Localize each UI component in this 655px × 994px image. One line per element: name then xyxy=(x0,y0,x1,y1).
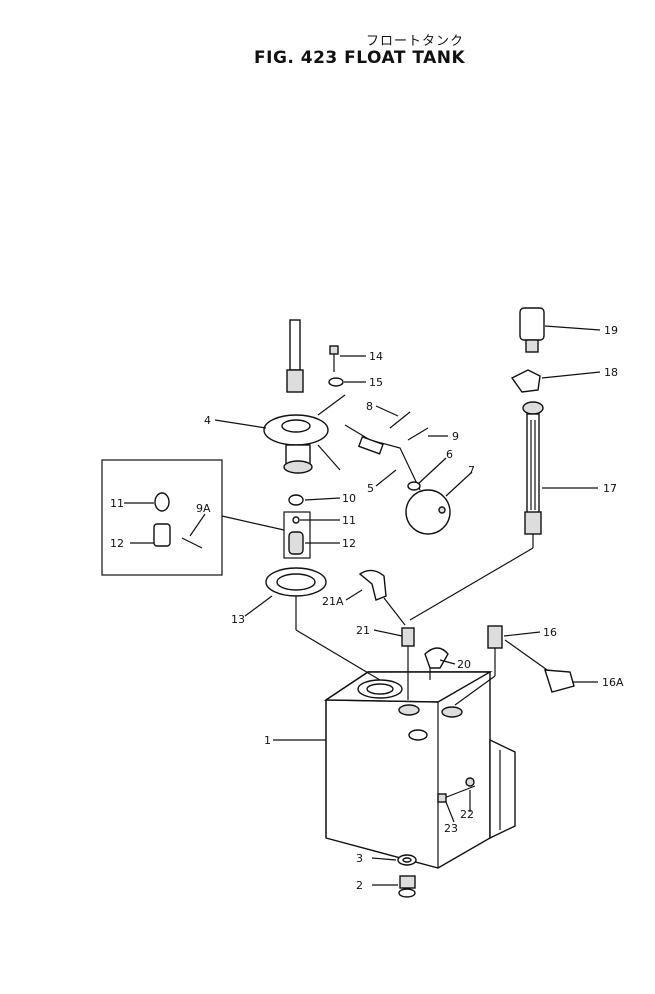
float-sensor-head xyxy=(263,319,346,474)
callout-2: 2 xyxy=(356,879,363,892)
float-arm-assembly xyxy=(344,411,451,535)
callout-21a: 21A xyxy=(322,595,344,608)
float-tank-body xyxy=(323,671,516,869)
callout-23: 23 xyxy=(444,822,458,835)
gasket xyxy=(265,567,381,681)
mounting-bolts xyxy=(437,777,476,803)
center-small-parts xyxy=(283,494,311,559)
callout-16: 16 xyxy=(543,626,557,639)
callout-19: 19 xyxy=(604,324,618,337)
callout-22: 22 xyxy=(460,808,474,821)
callout-1: 1 xyxy=(264,734,271,747)
bolt-and-washer xyxy=(328,345,344,387)
callout-7: 7 xyxy=(468,464,475,477)
callout-15: 15 xyxy=(369,376,383,389)
fittings xyxy=(358,569,449,700)
callout-8: 8 xyxy=(366,400,373,413)
hose-assembly xyxy=(409,307,545,621)
callout-11: 11 xyxy=(342,514,356,527)
callout-13: 13 xyxy=(231,613,245,626)
callout-9a: 9A xyxy=(196,502,211,515)
figure-title: FIG. 423 FLOAT TANK xyxy=(254,48,466,68)
callout-16a: 16A xyxy=(602,676,624,689)
callout-12: 12 xyxy=(342,537,356,550)
fitting-and-bracket xyxy=(454,625,575,706)
callout-9: 9 xyxy=(452,430,459,443)
callout-18: 18 xyxy=(604,366,618,379)
callout-5: 5 xyxy=(367,482,374,495)
callout-21: 21 xyxy=(356,624,370,637)
callout-3: 3 xyxy=(356,852,363,865)
japanese-title: フロートタンク xyxy=(366,34,465,49)
leader-lines xyxy=(124,325,601,886)
callout-14: 14 xyxy=(369,350,383,363)
callout-6: 6 xyxy=(446,448,453,461)
callout-4: 4 xyxy=(204,414,211,427)
callout-11-inset: 11 xyxy=(110,497,124,510)
callout-17: 17 xyxy=(603,482,617,495)
drain-plug xyxy=(397,854,417,898)
callout-20: 20 xyxy=(457,658,471,671)
detail-inset-box xyxy=(101,459,285,576)
callout-12-inset: 12 xyxy=(110,537,124,550)
callout-10: 10 xyxy=(342,492,356,505)
